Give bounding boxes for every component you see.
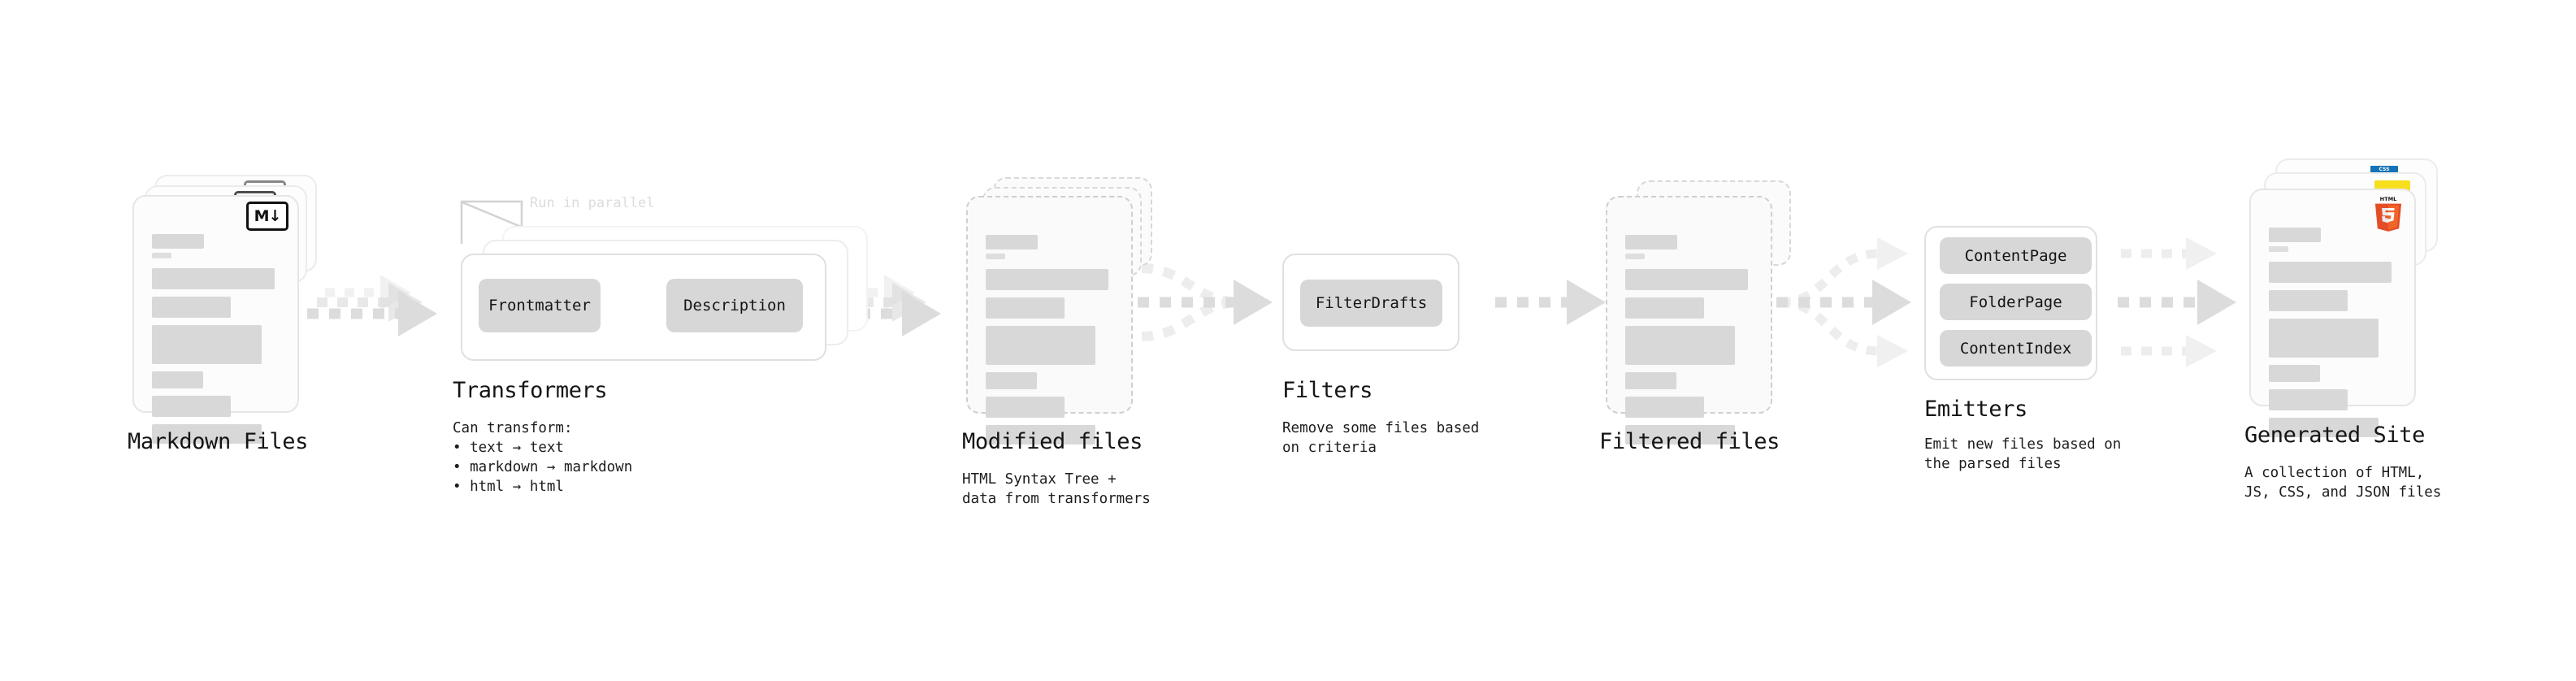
css3-icon: CSS — [2370, 166, 2398, 173]
content-bar — [2269, 418, 2379, 437]
content-bar — [986, 235, 1039, 249]
filtered-file-card — [1606, 196, 1772, 445]
stage-desc-modified-files: HTML Syntax Tree + data from transformer… — [962, 471, 1151, 507]
content-bar — [152, 268, 275, 289]
content-bar — [1625, 297, 1705, 319]
markdown-file-card — [132, 195, 299, 444]
content-bar — [986, 297, 1065, 319]
run-in-parallel-label: Run in parallel — [530, 195, 655, 211]
content-bar — [1625, 372, 1676, 389]
content-bar — [152, 396, 232, 417]
content-bar — [2269, 319, 2379, 358]
stage-desc-generated-site: A collection of HTML, JS, CSS, and JSON … — [2244, 465, 2442, 501]
content-bar — [2269, 246, 2288, 252]
content-bar — [2269, 365, 2320, 382]
stage-title-modified-files: Modified files — [962, 429, 1143, 454]
markdown-icon: M↓ — [246, 202, 288, 231]
stage-title-filtered-files: Filtered files — [1599, 429, 1780, 454]
content-bar — [986, 397, 1065, 418]
content-bar — [986, 425, 1096, 445]
stage-title-emitters: Emitters — [1924, 397, 2027, 422]
modified-card-content — [986, 235, 1113, 452]
content-bar — [1625, 425, 1736, 445]
markdown-card-content — [152, 234, 280, 451]
stage-title-transformers: Transformers — [453, 378, 608, 403]
content-bar — [152, 325, 262, 364]
content-bar — [1625, 326, 1736, 365]
emitter-chip-contentpage[interactable]: ContentPage — [1940, 237, 2092, 274]
emitter-chip-contentindex[interactable]: ContentIndex — [1940, 330, 2092, 367]
site-card-content — [2269, 228, 2396, 445]
content-bar — [152, 297, 232, 318]
content-bar — [1625, 397, 1705, 418]
content-bar — [986, 269, 1108, 290]
svg-text:HTML: HTML — [2380, 196, 2397, 202]
transformer-chip-description[interactable]: Description — [666, 279, 803, 332]
stage-desc-emitters: Emit new files based on the parsed files — [1924, 436, 2122, 472]
content-bar — [1625, 254, 1645, 259]
arrow-filtered-to-emitters — [1776, 237, 1911, 367]
emitter-chip-folderpage[interactable]: FolderPage — [1940, 284, 2092, 320]
content-bar — [986, 326, 1096, 365]
content-bar — [986, 372, 1037, 389]
content-bar — [152, 371, 203, 388]
arrow-filters-to-filtered — [1495, 280, 1606, 325]
content-bar — [1625, 269, 1748, 290]
stage-title-generated-site: Generated Site — [2244, 423, 2425, 448]
stage-title-filters: Filters — [1282, 378, 1373, 403]
arrow-modified-to-filters — [1138, 263, 1273, 341]
stage-title-markdown-files: Markdown Files — [128, 429, 308, 454]
html5-icon: HTML — [2373, 195, 2404, 232]
content-bar — [152, 253, 171, 258]
content-bar — [2269, 228, 2322, 242]
content-bar — [2269, 290, 2348, 311]
content-bar — [2269, 262, 2392, 283]
arrow-markdown-to-transformers — [307, 275, 437, 336]
content-bar — [1625, 235, 1678, 249]
content-bar — [152, 424, 262, 444]
transformer-chip-frontmatter[interactable]: Frontmatter — [479, 279, 601, 332]
generated-site-card — [2249, 189, 2416, 437]
modified-file-card — [966, 196, 1133, 445]
stage-desc-transformers: Can transform: • text → text • markdown … — [453, 420, 633, 495]
arrow-emitters-to-site — [2118, 237, 2236, 367]
filter-chip-filterdrafts[interactable]: FilterDrafts — [1300, 280, 1442, 327]
content-bar — [986, 254, 1005, 259]
stage-desc-filters: Remove some files based on criteria — [1282, 420, 1480, 456]
filtered-card-content — [1625, 235, 1753, 452]
content-bar — [2269, 389, 2348, 410]
content-bar — [152, 234, 205, 249]
